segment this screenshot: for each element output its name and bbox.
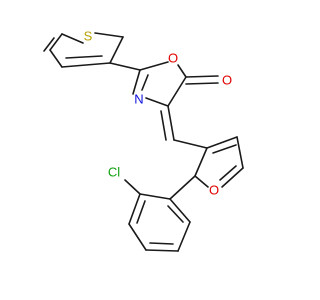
bond: [139, 61, 169, 71]
bond: [132, 69, 141, 95]
bond: [177, 64, 187, 78]
oxazolone-ring: [132, 61, 187, 107]
bond: [109, 36, 124, 64]
carbonyl-oxygen-atom: O: [222, 73, 232, 88]
nitrogen-atom: N: [134, 92, 143, 107]
bond: [145, 97, 169, 107]
bond: [43, 37, 55, 52]
bond: [128, 193, 141, 225]
sulfur-atom: S: [84, 29, 93, 44]
bond: [177, 221, 191, 252]
furan-oxygen-atom: O: [209, 183, 219, 198]
bond: [65, 55, 103, 59]
bond: [194, 147, 208, 177]
bond: [185, 75, 219, 78]
molecule-structure: S O O N O Cl: [43, 29, 244, 252]
chlorophenyl-ring: [128, 193, 191, 252]
bond: [128, 223, 147, 251]
bond: [49, 49, 63, 68]
chlorine-atom: Cl: [108, 165, 120, 180]
bond: [167, 76, 187, 107]
bond: [167, 205, 184, 223]
thiophene-ring: [43, 32, 124, 68]
bond: [194, 175, 209, 188]
bond: [169, 198, 191, 223]
bond: [160, 110, 167, 141]
bond: [167, 105, 175, 141]
ring-oxygen-atom: O: [168, 51, 178, 66]
bond: [173, 139, 208, 149]
bond: [139, 193, 171, 200]
bond: [149, 242, 174, 245]
bond: [206, 136, 238, 149]
bond: [109, 62, 141, 71]
structure-canvas: S O O N O Cl: [43, 29, 244, 252]
bond: [49, 33, 63, 51]
bond: [61, 33, 84, 44]
bond: [61, 62, 111, 68]
bond: [94, 32, 124, 38]
bond: [141, 74, 149, 91]
bond: [136, 200, 146, 224]
furan-ring: [194, 136, 244, 188]
bond: [124, 179, 141, 195]
bond: [212, 144, 237, 154]
bond: [145, 249, 179, 252]
bond: [185, 82, 219, 85]
bond: [236, 136, 244, 169]
bond: [221, 167, 244, 188]
bond: [219, 165, 237, 181]
bond: [169, 175, 196, 200]
